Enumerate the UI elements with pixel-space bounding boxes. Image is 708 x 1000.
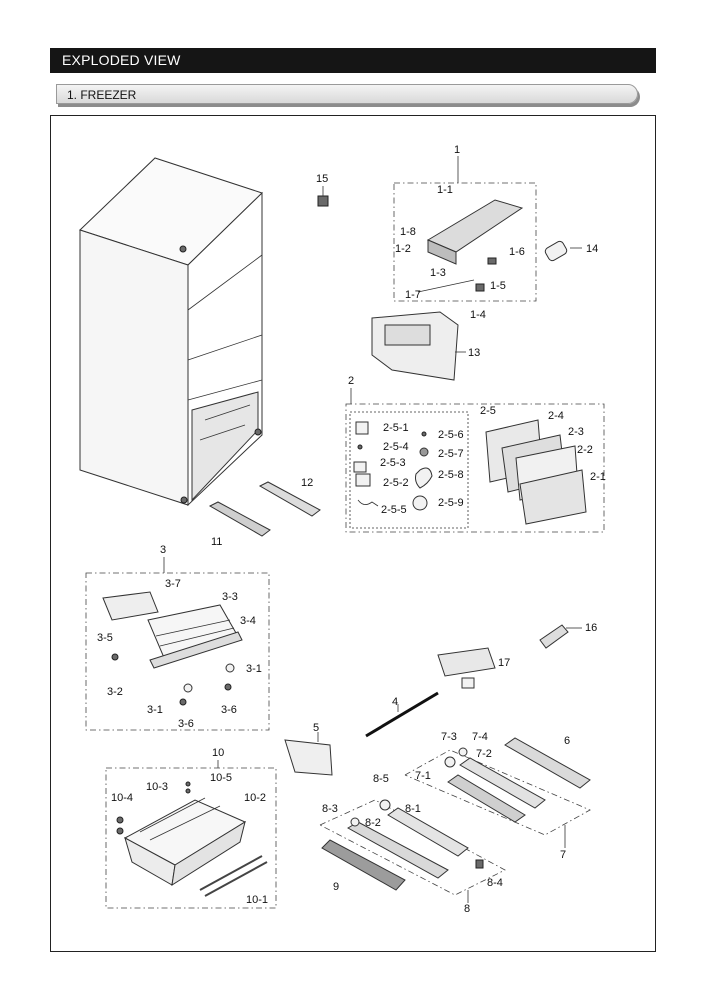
label-1-7: 1-7 (405, 289, 421, 301)
label-9: 9 (333, 881, 339, 893)
label-2-2: 2-2 (577, 444, 593, 456)
label-7-4: 7-4 (472, 731, 488, 743)
label-3-1a: 3-1 (246, 663, 262, 675)
part-9-cover (321, 839, 406, 891)
label-10: 10 (212, 747, 224, 759)
label-1-2: 1-2 (395, 243, 411, 255)
label-15: 15 (316, 173, 328, 185)
label-2-5-2: 2-5-2 (383, 477, 409, 489)
label-1-5: 1-5 (490, 280, 506, 292)
part-13-air-duct (371, 311, 466, 381)
refrigerator-cabinet (79, 157, 263, 507)
label-4: 4 (392, 696, 398, 708)
label-2-5-6: 2-5-6 (438, 429, 464, 441)
label-2-5-1: 2-5-1 (383, 422, 409, 434)
group-8-box (319, 799, 506, 896)
label-2: 2 (348, 375, 354, 387)
label-10-2: 10-2 (244, 792, 266, 804)
label-3-7: 3-7 (165, 578, 181, 590)
group-10-box (105, 767, 277, 909)
part-2-fan-covers (485, 419, 587, 525)
part-15-connector (317, 186, 329, 207)
label-8-5: 8-5 (373, 773, 389, 785)
part-2-5-fan-components (353, 421, 433, 511)
header-title: EXPLODED VIEW (62, 52, 181, 68)
label-2-5-4: 2-5-4 (383, 441, 409, 453)
section-title: 1. FREEZER (67, 88, 137, 102)
label-3-6a: 3-6 (178, 718, 194, 730)
part-1-evaporator-assembly (417, 199, 524, 293)
part-10-2-basket (123, 797, 247, 887)
part-6-rail (504, 737, 591, 789)
label-8-3: 8-3 (322, 803, 338, 815)
part-12-rail (258, 481, 321, 517)
part-16-bracket (539, 624, 582, 649)
label-1-3: 1-3 (430, 267, 446, 279)
label-1-1: 1-1 (437, 184, 453, 196)
label-2-4: 2-4 (548, 410, 564, 422)
label-5: 5 (313, 722, 319, 734)
label-1-4: 1-4 (470, 309, 486, 321)
label-16: 16 (585, 622, 597, 634)
label-7-2: 7-2 (476, 748, 492, 760)
label-3-4: 3-4 (240, 615, 256, 627)
label-3-1b: 3-1 (147, 704, 163, 716)
label-2-1: 2-1 (590, 471, 606, 483)
label-2-5-5: 2-5-5 (381, 504, 407, 516)
label-8-4: 8-4 (487, 877, 503, 889)
part-11-rail (208, 501, 271, 537)
label-2-5-3: 2-5-3 (380, 457, 406, 469)
group-2-box (345, 403, 605, 533)
part-3-7-tray (102, 591, 159, 621)
label-10-3: 10-3 (146, 781, 168, 793)
part-14-valve (544, 240, 582, 262)
page-header: EXPLODED VIEW (50, 48, 656, 73)
group-1-box (393, 182, 537, 302)
label-12: 12 (301, 477, 313, 489)
part-4-rod (365, 691, 439, 738)
part-10-1-rails (199, 855, 268, 897)
label-11: 11 (211, 536, 222, 548)
part-3-4-rail (149, 631, 243, 669)
label-13: 13 (468, 347, 480, 359)
label-10-1: 10-1 (246, 894, 268, 906)
label-2-5-7: 2-5-7 (438, 448, 464, 460)
label-2-5-9: 2-5-9 (438, 497, 464, 509)
label-7-3: 7-3 (441, 731, 457, 743)
part-8-frame (347, 799, 484, 879)
label-8-1: 8-1 (405, 803, 421, 815)
group-3-box (85, 572, 270, 731)
label-3: 3 (160, 544, 166, 556)
label-2-5-8: 2-5-8 (438, 469, 464, 481)
label-8-2: 8-2 (365, 817, 381, 829)
label-14: 14 (586, 243, 598, 255)
label-6: 6 (564, 735, 570, 747)
label-17: 17 (498, 657, 510, 669)
group-2-5-box (349, 411, 469, 529)
label-10-4: 10-4 (111, 792, 133, 804)
section-heading: 1. FREEZER (56, 84, 638, 104)
label-8: 8 (464, 903, 470, 915)
label-2-3: 2-3 (568, 426, 584, 438)
label-3-2: 3-2 (107, 686, 123, 698)
label-1-6: 1-6 (509, 246, 525, 258)
label-3-3: 3-3 (222, 591, 238, 603)
diagram-frame (50, 115, 656, 952)
part-7-rails (444, 747, 546, 823)
part-3-3-basket (147, 604, 241, 661)
group-7-box (404, 749, 591, 836)
part-17-motor (437, 647, 496, 689)
label-1-8: 1-8 (400, 226, 416, 238)
label-7: 7 (560, 849, 566, 861)
label-7-1: 7-1 (415, 770, 431, 782)
part-5-filter (284, 732, 333, 776)
label-3-6b: 3-6 (221, 704, 237, 716)
label-3-5: 3-5 (97, 632, 113, 644)
label-10-5: 10-5 (210, 772, 232, 784)
label-1: 1 (454, 144, 460, 156)
label-2-5: 2-5 (480, 405, 496, 417)
